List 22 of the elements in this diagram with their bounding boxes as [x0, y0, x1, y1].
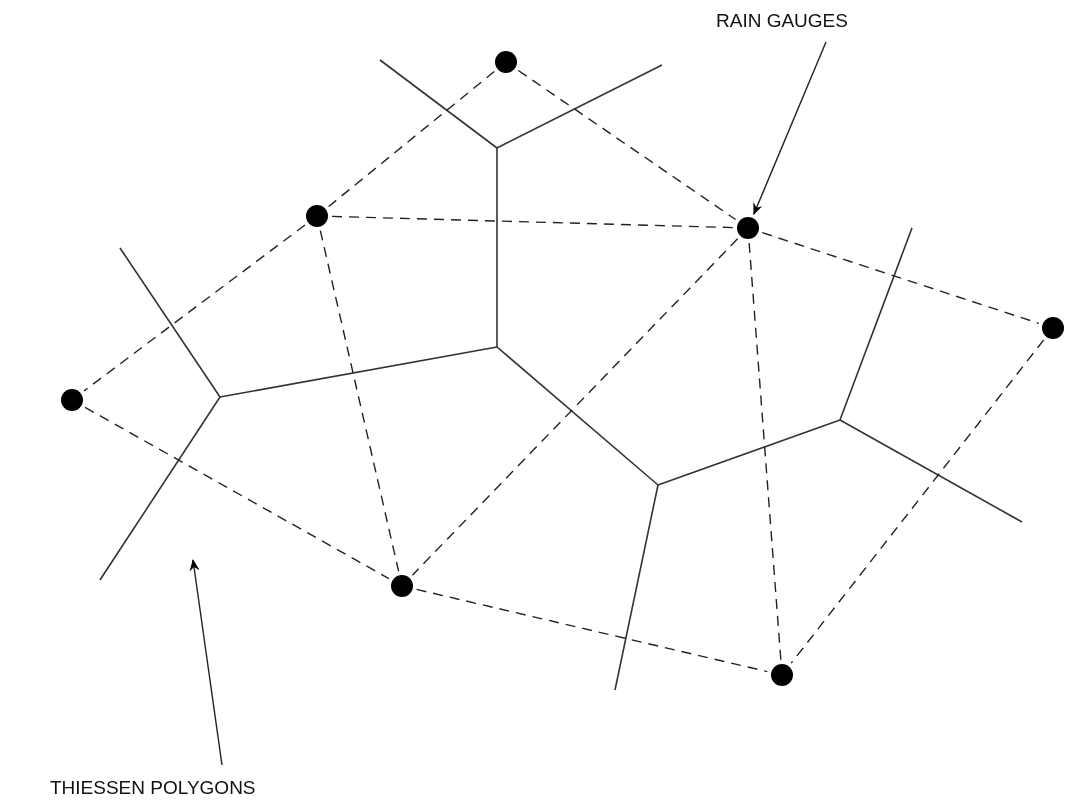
rain-gauge-dot: [495, 51, 517, 73]
dashed-line: [415, 588, 769, 673]
rain-gauge-dot: [1042, 317, 1064, 339]
dashed-line: [331, 215, 734, 229]
dashed-line: [319, 229, 400, 573]
leader-arrow: [189, 559, 223, 766]
dashed-line: [411, 238, 739, 576]
dashed-line: [83, 224, 306, 392]
rain-gauge-dot: [306, 205, 328, 227]
dashed-line: [761, 231, 1040, 325]
rain-gauge-dot: [771, 664, 793, 686]
dashed-line: [748, 242, 782, 661]
rain-gauge-dot: [61, 389, 83, 411]
callout-label: RAIN GAUGES: [716, 10, 848, 32]
dashed-line: [517, 69, 737, 221]
dashed-line: [84, 406, 390, 580]
leader-arrow: [753, 41, 827, 216]
rain-gauge-dot: [737, 217, 759, 239]
callout-label: THIESSEN POLYGONS: [50, 777, 256, 799]
dashed-line: [327, 70, 496, 208]
dashed-line: [790, 339, 1045, 664]
rain-gauge-dot: [391, 575, 413, 597]
